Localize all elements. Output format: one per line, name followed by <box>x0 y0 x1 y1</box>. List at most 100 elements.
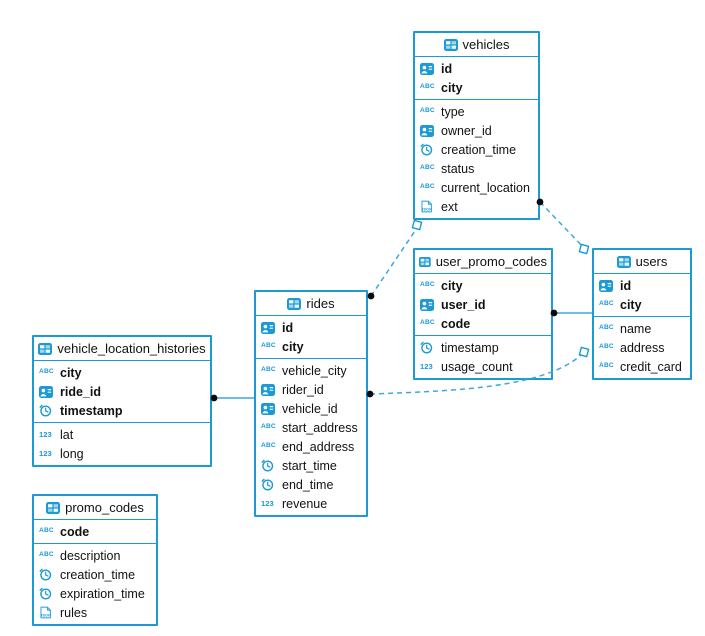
column-name: city <box>282 339 304 354</box>
table-title: vehicles <box>462 37 510 52</box>
table-icon <box>287 297 302 310</box>
abc-text-icon: ABC <box>420 281 435 289</box>
column-row-long: 123 long <box>34 444 210 463</box>
abc-text-icon: ABC <box>39 527 54 535</box>
column-row-city: ABC city <box>415 276 551 295</box>
id-card-icon <box>420 298 438 311</box>
column-name: timestamp <box>441 340 499 355</box>
column-name: credit_card <box>620 359 682 374</box>
table-header-rides[interactable]: rides <box>256 292 366 316</box>
relation-line-vehicles-owner_id-to-users[interactable] <box>539 201 585 249</box>
abc-text-icon: ABC <box>420 107 435 115</box>
table-header-promo_codes[interactable]: promo_codes <box>34 496 156 520</box>
json-doc-icon: JSON <box>420 200 438 213</box>
abc-text-icon: ABC <box>420 319 435 327</box>
column-name: user_id <box>441 297 486 312</box>
column-name: long <box>60 446 84 461</box>
relation-line-rides-vehicle_id-to-vehicles[interactable] <box>370 227 418 297</box>
svg-text:JSON: JSON <box>421 206 432 211</box>
abc-text-icon: ABC <box>261 442 276 450</box>
abc-text-icon: ABC <box>420 83 435 91</box>
abc-text-icon: ABC <box>599 362 614 370</box>
column-name: city <box>441 278 463 293</box>
column-name: vehicle_city <box>282 363 347 378</box>
column-name: rider_id <box>282 382 324 397</box>
clock-icon <box>261 459 279 472</box>
id-card-icon <box>39 385 57 398</box>
123-number-icon: 123 <box>39 448 52 458</box>
id-card-icon <box>599 279 617 292</box>
column-name: creation_time <box>441 142 517 157</box>
table-title: rides <box>306 296 335 311</box>
123-number-icon: 123 <box>39 429 52 439</box>
relation-square-marker <box>578 243 590 255</box>
column-row-type: ABC type <box>415 102 538 121</box>
column-row-owner_id: owner_id <box>415 121 538 140</box>
column-name: end_address <box>282 439 355 454</box>
relation-dot-marker <box>367 292 375 300</box>
id-card-icon <box>261 383 279 396</box>
column-row-timestamp: timestamp <box>34 401 210 420</box>
clock-icon <box>39 404 57 417</box>
column-row-creation_time: creation_time <box>415 140 538 159</box>
column-name: ride_id <box>60 384 101 399</box>
table-icon <box>38 342 53 355</box>
column-name: type <box>441 104 465 119</box>
column-name: rules <box>60 605 88 620</box>
column-row-id: id <box>256 318 366 337</box>
table-title: users <box>635 254 668 269</box>
relation-square-marker <box>578 346 590 358</box>
abc-text-icon: ABC <box>261 366 276 374</box>
table-header-vehicles[interactable]: vehicles <box>415 33 538 57</box>
table-title: promo_codes <box>65 500 144 515</box>
id-card-icon <box>420 124 438 137</box>
column-row-name: ABC name <box>594 319 690 338</box>
column-name: start_address <box>282 420 358 435</box>
clock-icon <box>39 568 57 581</box>
table-icon <box>443 38 458 51</box>
abc-text-icon: ABC <box>599 343 614 351</box>
id-card-icon <box>420 62 438 75</box>
table-header-users[interactable]: users <box>594 250 690 274</box>
column-name: id <box>441 61 453 76</box>
column-name: id <box>282 320 294 335</box>
column-name: name <box>620 321 652 336</box>
table-header-vehicle_location_histories[interactable]: vehicle_location_histories <box>34 337 210 361</box>
abc-text-icon: ABC <box>599 324 614 332</box>
column-name: id <box>620 278 632 293</box>
abc-text-icon: ABC <box>261 342 276 350</box>
column-name: usage_count <box>441 359 513 374</box>
table-header-user_promo_codes[interactable]: user_promo_codes <box>415 250 551 274</box>
clock-icon <box>420 143 438 156</box>
column-name: owner_id <box>441 123 492 138</box>
clock-icon <box>261 478 279 491</box>
column-name: timestamp <box>60 403 123 418</box>
id-card-icon <box>261 402 279 415</box>
column-row-ride_id: ride_id <box>34 382 210 401</box>
column-row-credit_card: ABC credit_card <box>594 357 690 376</box>
column-name: revenue <box>282 496 328 511</box>
